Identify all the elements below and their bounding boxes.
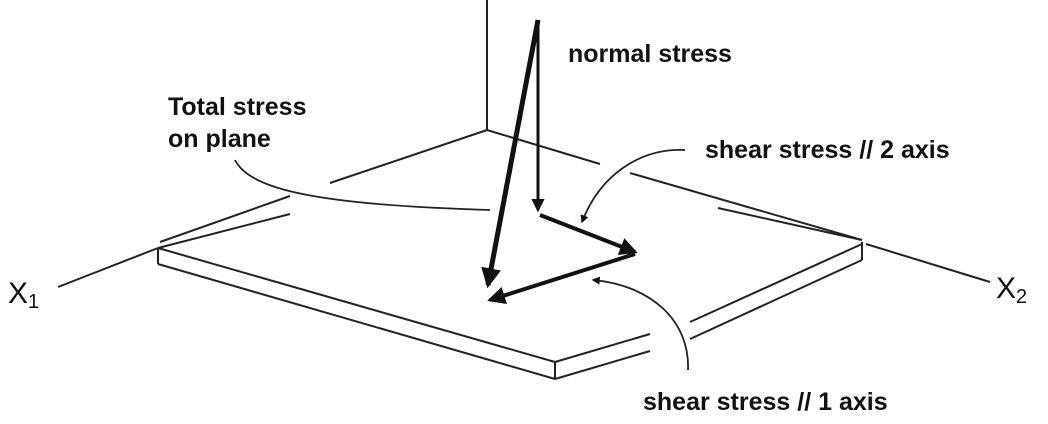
shear-1-arrow	[487, 252, 636, 305]
shear-1-label: shear stress // 1 axis	[643, 388, 888, 416]
plate-front-right-top-b	[689, 243, 863, 323]
x1-axis-line-lower	[159, 195, 291, 243]
normal-stress-label: normal stress	[568, 40, 732, 68]
total-stress-label-line2: on plane	[168, 125, 271, 153]
plate-front-right-top-a	[554, 333, 651, 363]
plate-edge-right	[717, 207, 863, 241]
shear-1-leader	[591, 276, 689, 371]
x1-axis-line-outer	[57, 247, 159, 288]
plate-front-right-bottom-a	[554, 350, 651, 380]
x2-axis-line-outer	[865, 243, 991, 283]
x1-axis-label: X1	[8, 277, 39, 313]
x2-axis-line-mid	[629, 172, 863, 241]
total-stress-arrow	[481, 19, 541, 289]
plate-front-left-top	[157, 247, 556, 363]
total-stress-leader	[234, 159, 491, 211]
shear-2-arrow	[539, 213, 638, 255]
x1-axis-line-upper	[329, 129, 488, 184]
plate-front-right-bottom-b	[689, 259, 863, 340]
shear-2-leader	[580, 149, 686, 224]
plate-top-face	[158, 165, 862, 360]
shear-2-label: shear stress // 2 axis	[705, 136, 950, 164]
x2-axis-line-upper	[486, 129, 601, 165]
plate-front-left-bottom	[157, 263, 556, 380]
total-stress-label-line1: Total stress	[168, 93, 306, 121]
x2-axis-label: X2	[996, 272, 1027, 308]
plate-edge-left	[157, 213, 291, 249]
